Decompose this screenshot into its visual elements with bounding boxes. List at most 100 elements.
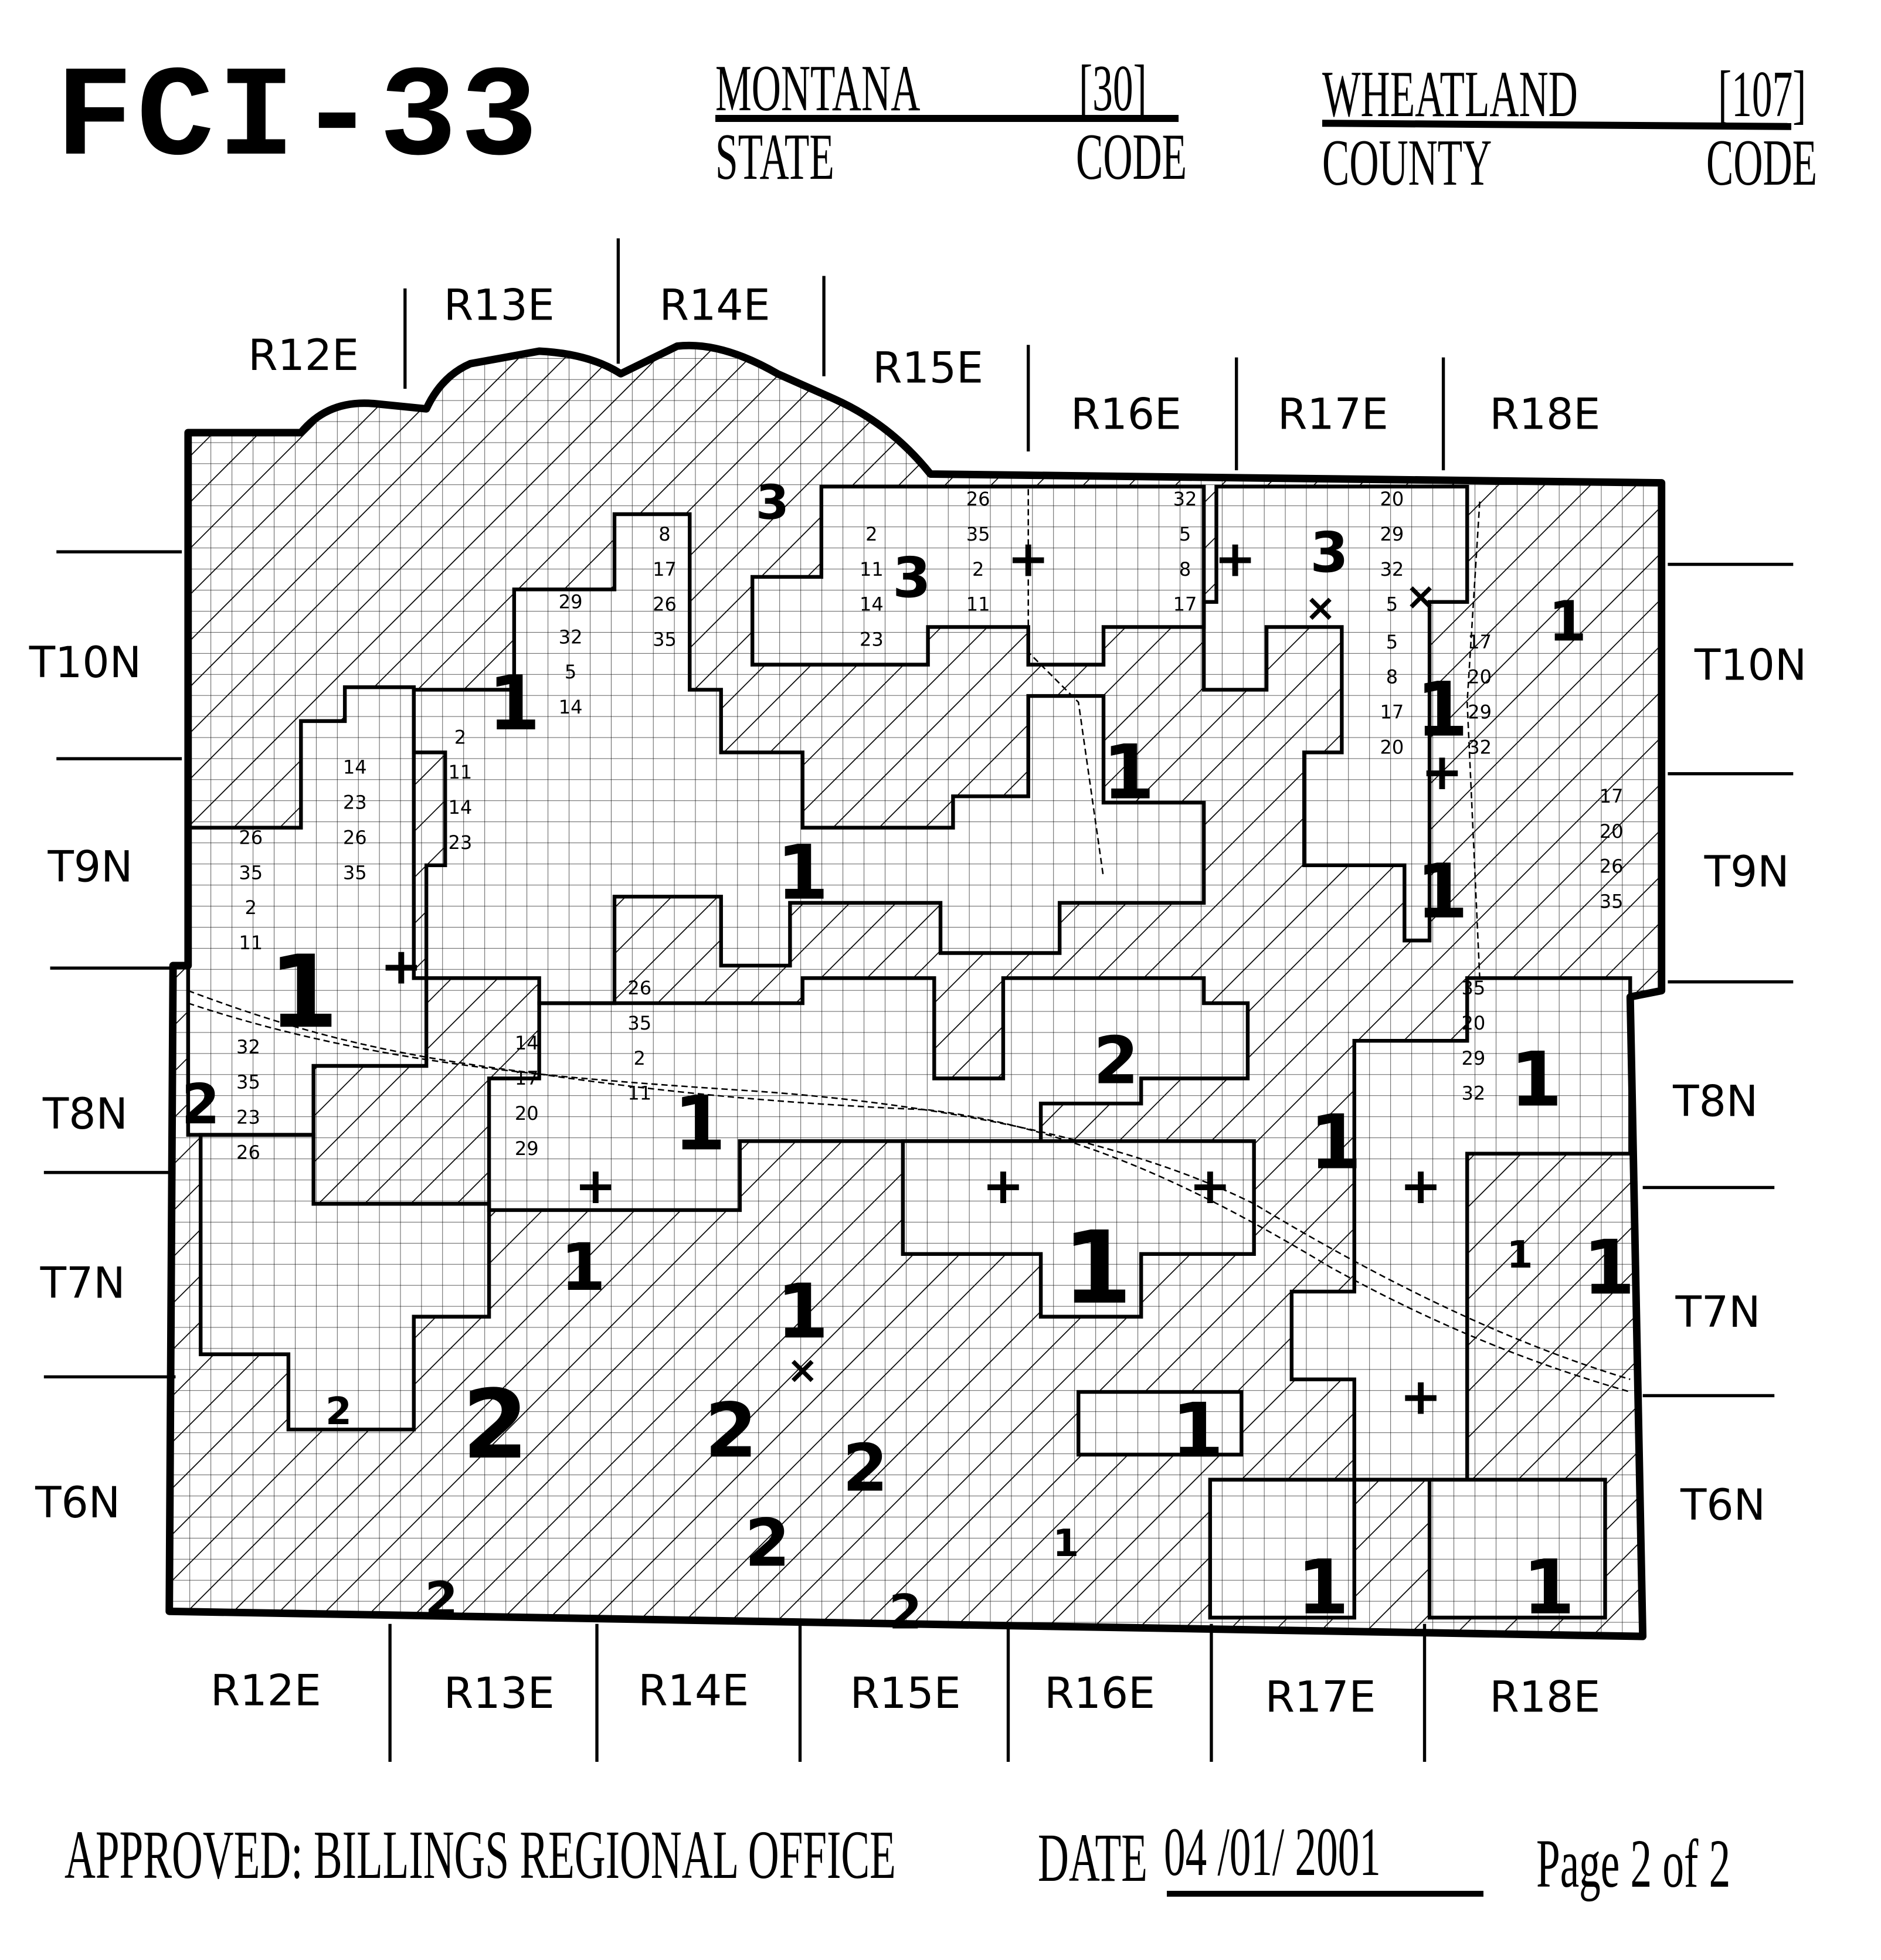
approved-by: APPROVED: BILLINGS REGIONAL OFFICE [64, 1816, 896, 1893]
page-number: Page 2 of 2 [1536, 1825, 1731, 1902]
section-number: 17 [653, 558, 677, 580]
county-caption: COUNTY [1322, 127, 1492, 199]
section-number: 32 [1380, 558, 1404, 580]
zone-boundary [198, 1133, 491, 1432]
zone-boundary [901, 1139, 1256, 1319]
range-label-top: R16E [1071, 390, 1181, 440]
plus-marker: + [1400, 1157, 1442, 1215]
section-number: 2 [865, 523, 877, 545]
zone-number: 3 [756, 475, 789, 531]
plus-marker: + [1400, 1368, 1442, 1426]
section-number: 26 [236, 1141, 260, 1163]
zone-number: 1 [1172, 1387, 1224, 1475]
zone-number: 1 [1309, 1099, 1361, 1187]
range-label-bottom: R18E [1489, 1673, 1600, 1722]
plus-marker: + [381, 938, 423, 996]
zone-number: 1 [488, 660, 540, 748]
zone-number: 1 [1507, 1233, 1533, 1277]
section-number: 29 [1468, 701, 1492, 723]
section-number: 17 [1380, 701, 1404, 723]
zone-number: 2 [325, 1390, 352, 1434]
section-number: 29 [515, 1137, 539, 1160]
county-name: WHEATLAND [1322, 58, 1578, 131]
section-number: 23 [448, 831, 472, 854]
township-label-left: T6N [35, 1479, 120, 1528]
section-number: 8 [1179, 558, 1191, 580]
section-number: 20 [1380, 736, 1404, 758]
township-label-left: T7N [40, 1259, 125, 1309]
section-number: 5 [565, 661, 576, 683]
zone-number: 1 [674, 1080, 726, 1167]
range-label-top: R14E [660, 281, 770, 330]
township-label-left: T8N [42, 1090, 128, 1139]
section-number: 17 [1468, 631, 1492, 653]
section-number: 20 [1380, 488, 1404, 510]
section-number: 35 [653, 629, 677, 651]
zone-number: 1 [1549, 590, 1587, 654]
section-number: 23 [343, 792, 367, 814]
zone-number: 2 [745, 1506, 790, 1582]
section-number: 35 [627, 1012, 651, 1034]
zone-number: 1 [1583, 1224, 1635, 1312]
date-label: DATE [1038, 1819, 1147, 1896]
range-label-bottom: R16E [1044, 1669, 1155, 1718]
township-label-left: T10N [29, 638, 141, 688]
zone-number: 1 [776, 1268, 829, 1356]
zone-number: 1 [1053, 1521, 1079, 1565]
plus-marker: + [1214, 531, 1257, 589]
county-code-caption: CODE [1706, 127, 1818, 199]
zone-number: 1 [1102, 729, 1155, 817]
section-number: 20 [515, 1102, 539, 1125]
x-marker: × [1405, 575, 1437, 619]
range-label-top: R18E [1489, 390, 1600, 440]
section-number: 26 [343, 826, 367, 848]
section-number: 29 [1462, 1047, 1486, 1069]
zone-number: 2 [462, 1370, 528, 1480]
zone-number: 1 [1297, 1544, 1349, 1632]
section-number: 2 [634, 1047, 646, 1069]
section-number: 11 [239, 932, 263, 954]
section-number: 11 [627, 1082, 651, 1105]
section-number: 14 [559, 696, 583, 718]
x-marker: × [1305, 586, 1336, 630]
zone-boundary [1208, 1477, 1356, 1620]
plus-marker: + [982, 1157, 1024, 1215]
plus-marker: + [575, 1157, 617, 1215]
section-number: 35 [343, 861, 367, 884]
zone-number: 2 [889, 1585, 922, 1640]
zone-number: 1 [1510, 1037, 1562, 1124]
section-number: 35 [1600, 891, 1624, 913]
section-number: 26 [1600, 855, 1624, 878]
county-boundary [165, 341, 1666, 1640]
township-label-right: T7N [1675, 1288, 1760, 1337]
range-label-top: R13E [444, 281, 555, 330]
state-code-caption: CODE [1076, 121, 1187, 193]
section-number: 2 [245, 896, 257, 919]
zone-boundary [1201, 484, 1469, 943]
section-number: 20 [1600, 820, 1624, 843]
river [188, 990, 1631, 1393]
zone-number: 2 [705, 1387, 757, 1475]
section-number: 26 [627, 977, 651, 999]
township-label-left: T9N [47, 843, 133, 892]
section-number: 26 [966, 488, 990, 510]
state-caption: STATE [715, 121, 834, 193]
section-number: 17 [1600, 785, 1624, 807]
zone-boundary [1427, 1477, 1607, 1620]
section-number: 8 [1386, 666, 1398, 688]
zone-boundary [487, 976, 1250, 1212]
zone-number: 2 [425, 1572, 459, 1628]
section-number: 23 [236, 1106, 260, 1128]
section-number: 11 [448, 761, 472, 783]
township-label-right: T8N [1672, 1078, 1758, 1127]
range-label-bottom: R17E [1265, 1673, 1376, 1722]
section-number: 32 [1462, 1082, 1486, 1105]
range-label-bottom: R14E [638, 1667, 749, 1716]
x-marker: × [787, 1348, 819, 1392]
road [1027, 489, 1105, 878]
township-label-right: T10N [1694, 641, 1807, 690]
section-number: 35 [1462, 977, 1486, 999]
section-number: 29 [1380, 523, 1404, 545]
state-divider [715, 115, 1179, 122]
section-number: 17 [515, 1067, 539, 1089]
